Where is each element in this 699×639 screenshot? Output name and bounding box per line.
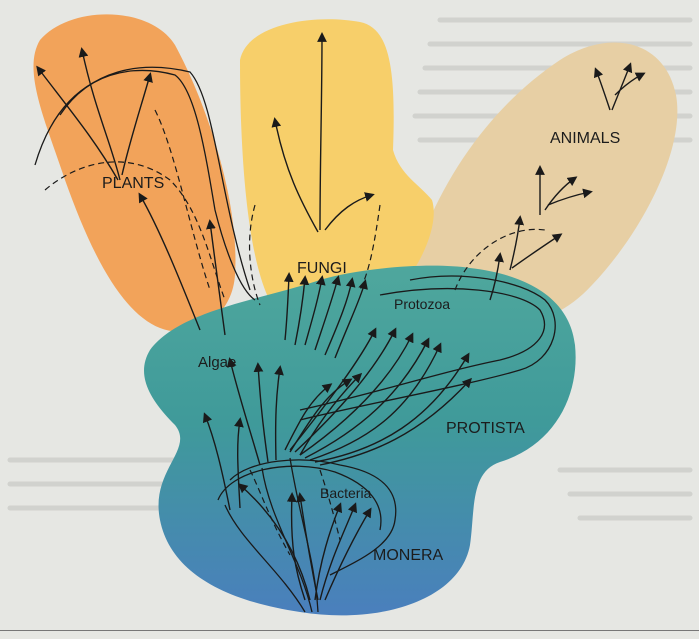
fungi-region <box>240 19 434 331</box>
fungi-label: FUNGI <box>297 260 347 277</box>
animals-label: ANIMALS <box>550 130 620 147</box>
algae-label: Algae <box>198 354 236 371</box>
protista-monera-region <box>144 265 576 616</box>
monera-label: MONERA <box>373 547 444 564</box>
protozoa-label: Protozoa <box>394 296 450 312</box>
bottom-rule <box>0 630 699 631</box>
bacteria-label: Bacteria <box>320 485 372 501</box>
protista-label: PROTISTA <box>446 420 525 437</box>
animals-region <box>405 42 678 323</box>
plants-label: PLANTS <box>102 175 164 192</box>
plants-region <box>33 14 236 332</box>
